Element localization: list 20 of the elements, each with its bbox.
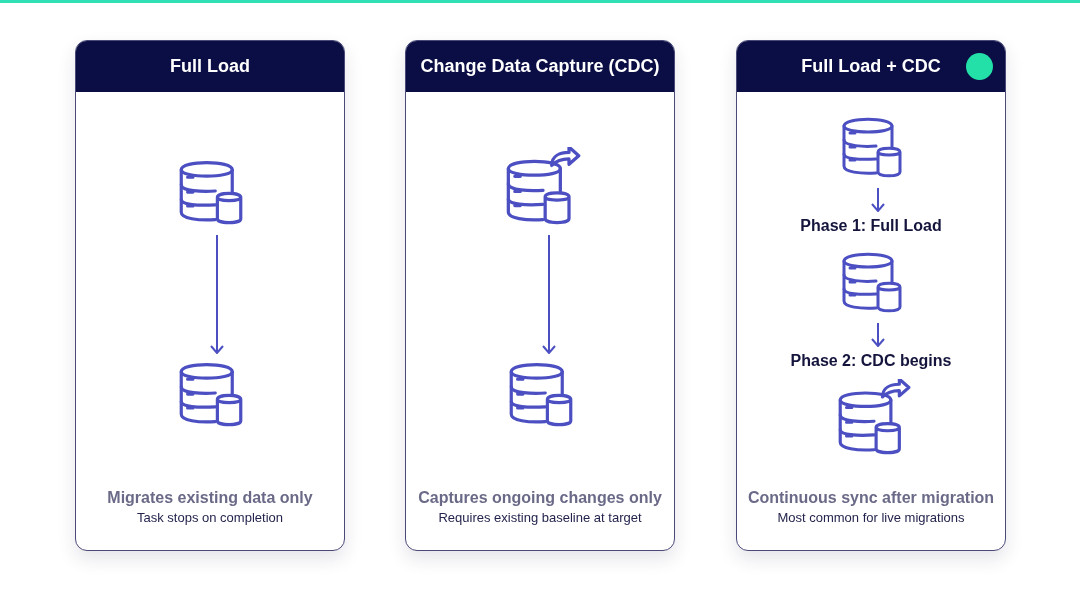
card-title: Full Load + CDC xyxy=(801,56,941,77)
arrow xyxy=(210,234,224,354)
card-summary: Continuous sync after migration xyxy=(747,489,995,507)
arrow xyxy=(871,187,885,212)
database-icon xyxy=(504,147,582,225)
database-icon xyxy=(836,379,912,455)
card-summary: Captures ongoing changes only xyxy=(418,489,662,507)
arrow xyxy=(871,322,885,347)
arrow xyxy=(542,234,556,354)
card-note: Requires existing baseline at target xyxy=(438,510,642,525)
phase-label: Phase 1: Full Load xyxy=(800,217,942,235)
panel-card xyxy=(75,40,345,551)
card-title: Full Load xyxy=(170,56,250,77)
card-summary: Migrates existing data only xyxy=(107,489,313,507)
panel-card xyxy=(405,40,675,551)
panel-card xyxy=(736,40,1006,551)
phase-label: Phase 2: CDC begins xyxy=(790,352,952,370)
card-note: Task stops on completion xyxy=(137,510,283,525)
card-note: Most common for live migrations xyxy=(777,510,965,525)
card-title: Change Data Capture (CDC) xyxy=(420,56,660,77)
